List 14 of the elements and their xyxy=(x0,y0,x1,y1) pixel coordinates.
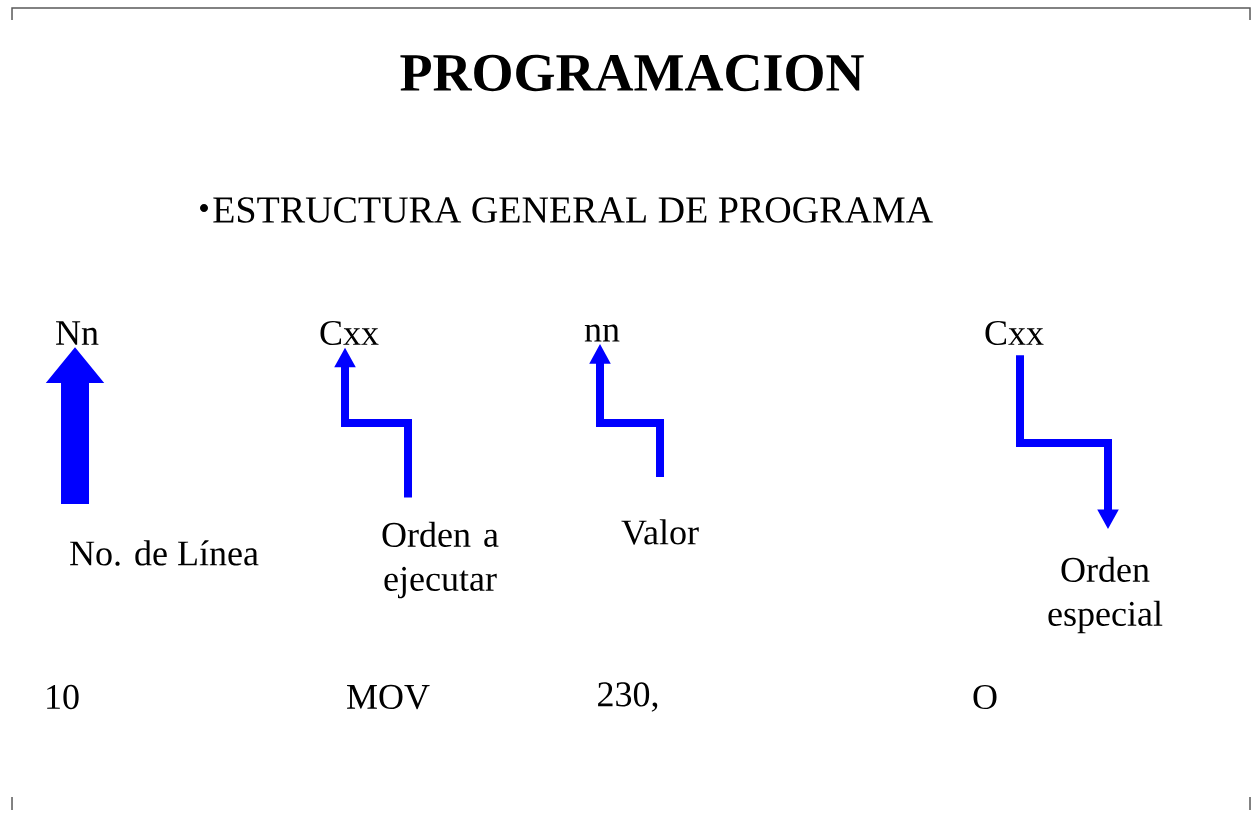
title: PROGRAMACION xyxy=(400,54,864,92)
caption-text: Valor xyxy=(621,519,699,545)
caption-text: Orden a ejecutar xyxy=(382,521,499,599)
code-token: Cxx xyxy=(320,320,379,346)
code-token: Cxx xyxy=(985,320,1044,346)
code-value: O xyxy=(973,684,997,710)
code-token: Nn xyxy=(56,321,99,345)
caption-text: No. de Línea xyxy=(70,540,259,566)
caption-text: Orden especial xyxy=(1048,556,1163,634)
code-value: 10 xyxy=(47,684,79,710)
code-value: MOV xyxy=(347,684,430,710)
code-token: nn xyxy=(584,324,620,342)
subtitle: ESTRUCTURA GENERAL DE PROGRAMA xyxy=(213,197,933,223)
code-value: 230, xyxy=(598,682,658,712)
